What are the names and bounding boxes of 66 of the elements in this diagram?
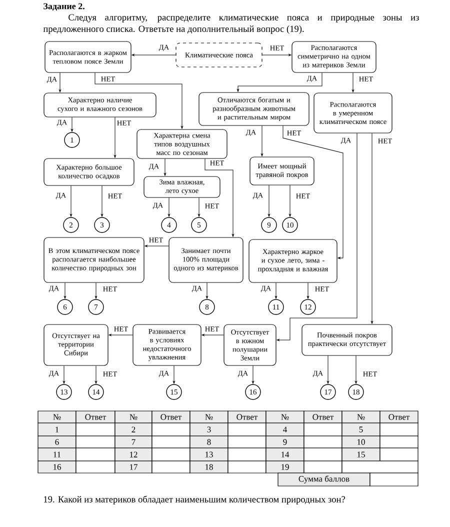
- number-cell: 8: [190, 436, 228, 448]
- number-cell: 14: [266, 448, 304, 462]
- number-cell: 15: [342, 448, 380, 462]
- header-cell: №: [266, 410, 304, 424]
- arrow: [252, 366, 254, 384]
- arrow: [198, 198, 200, 217]
- number-cell: 10: [342, 436, 380, 448]
- number-cell: 7: [114, 436, 152, 448]
- arrow: [276, 133, 358, 341]
- number-cell: 18: [190, 460, 228, 474]
- header-cell: Ответ: [380, 410, 418, 424]
- arrow: [261, 126, 263, 156]
- number-cell: 11: [38, 448, 76, 462]
- number-cell: 13: [190, 448, 228, 462]
- arrow: [94, 72, 183, 129]
- header-cell: Ответ: [304, 410, 342, 424]
- arrow: [289, 185, 291, 217]
- header-cell: Ответ: [228, 410, 266, 424]
- arrow: [114, 117, 116, 158]
- number-cell: 16: [38, 460, 76, 474]
- arrow: [64, 282, 66, 299]
- arrow: [63, 366, 65, 384]
- arrow: [202, 334, 224, 336]
- arrow: [352, 72, 354, 92]
- number-cell: 6: [38, 436, 76, 448]
- arrow: [168, 198, 170, 217]
- number-cell: 3: [190, 422, 228, 436]
- arrow: [164, 158, 166, 176]
- number-cell: 2: [114, 422, 152, 436]
- arrow: [144, 245, 169, 247]
- title: Задание 2.: [44, 3, 84, 11]
- number-cell: 12: [114, 448, 152, 462]
- arrow: [206, 282, 208, 299]
- arrow: [262, 54, 292, 56]
- header-cell: №: [190, 410, 228, 424]
- number-cell: 19: [266, 460, 304, 474]
- arrow: [95, 282, 97, 299]
- arrow: [371, 133, 373, 324]
- arrow: [307, 282, 309, 299]
- arrow: [71, 117, 73, 132]
- header-cell: Ответ: [152, 410, 190, 424]
- number-cell: 5: [342, 422, 380, 436]
- arrow: [204, 158, 234, 237]
- arrow: [327, 356, 329, 384]
- header-cell: №: [38, 410, 76, 424]
- arrow: [275, 282, 277, 299]
- arrow: [355, 356, 357, 384]
- header-cell: Ответ: [76, 410, 116, 424]
- number-cell: 17: [114, 460, 152, 474]
- arrow: [70, 186, 72, 217]
- header-cell: №: [342, 410, 380, 424]
- arrow: [95, 366, 97, 384]
- number-cell: 4: [266, 422, 304, 436]
- arrow: [268, 185, 270, 217]
- arrow: [59, 72, 61, 92]
- header-cell: №: [114, 410, 152, 424]
- arrow: [173, 366, 175, 384]
- arrow: [132, 54, 176, 56]
- number-cell: 1: [38, 422, 76, 436]
- question-text: 19. Какой из материков обладает наименьшим количеством природных зон?: [44, 496, 346, 504]
- arrow: [237, 72, 322, 92]
- number-cell: 9: [266, 436, 304, 448]
- arrow: [282, 126, 344, 259]
- instruction-text: Следуя алгоритму, распределите климатические пояса и природные зоны из предложенного списка. Ответьте на дополнительный вопрос (19).: [43, 14, 419, 34]
- arrow: [108, 334, 133, 336]
- arrow: [101, 186, 103, 217]
